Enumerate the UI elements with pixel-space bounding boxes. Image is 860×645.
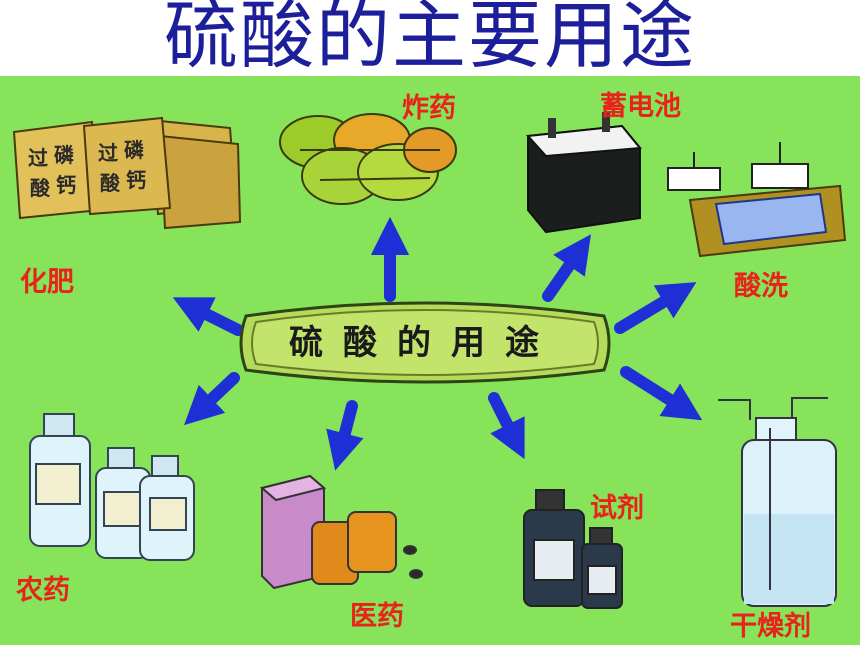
page-title: 硫酸的主要用途 (164, 0, 696, 79)
drying-bottle-icon (718, 397, 837, 607)
label-pickling: 酸洗 (734, 271, 788, 302)
medicine-icon (259, 474, 423, 590)
arrow-to-medicine (326, 400, 364, 471)
center-label: 硫酸的用途 (289, 323, 559, 363)
fertilizer-bags-icon: 过 磷 酸 钙 过 磷 酸 钙 (12, 116, 242, 230)
label-fertilizer: 化肥 (20, 267, 74, 298)
bag-char: 过 (98, 141, 118, 165)
bag-char: 酸 (100, 171, 121, 195)
bag-char: 酸 (30, 176, 51, 200)
arrows (172, 216, 703, 471)
battery-icon (525, 112, 642, 234)
arrow-to-pesticide (184, 372, 240, 426)
title-bar: 硫酸的主要用途 (0, 0, 860, 79)
label-battery: 蓄电池 (600, 91, 681, 122)
pickling-tank-icon (667, 142, 847, 258)
label-pesticide: 农药 (16, 575, 70, 606)
bag-char: 磷 (124, 138, 144, 162)
arrow-to-battery (542, 234, 591, 302)
label-reagent: 试剂 (590, 493, 644, 524)
arrow-to-desiccant (620, 366, 703, 421)
center-oval (239, 301, 611, 384)
explosive-bundle-icon (279, 113, 457, 205)
arrow-to-fertilizer (172, 297, 244, 336)
reagent-bottles-icon (523, 489, 623, 609)
bag-char: 磷 (54, 143, 74, 167)
pesticide-bottles-icon (29, 413, 195, 561)
center-box: 硫酸的用途 (240, 306, 608, 380)
arrow-to-reagent (488, 392, 525, 460)
label-medicine: 医药 (350, 601, 404, 632)
bag-char: 过 (28, 146, 48, 170)
label-desiccant: 干燥剂 (730, 611, 811, 642)
bag-char: 钙 (56, 173, 76, 197)
label-explosive: 炸药 (402, 93, 456, 124)
arrow-to-pickling (614, 282, 697, 334)
bag-char: 钙 (126, 168, 146, 192)
